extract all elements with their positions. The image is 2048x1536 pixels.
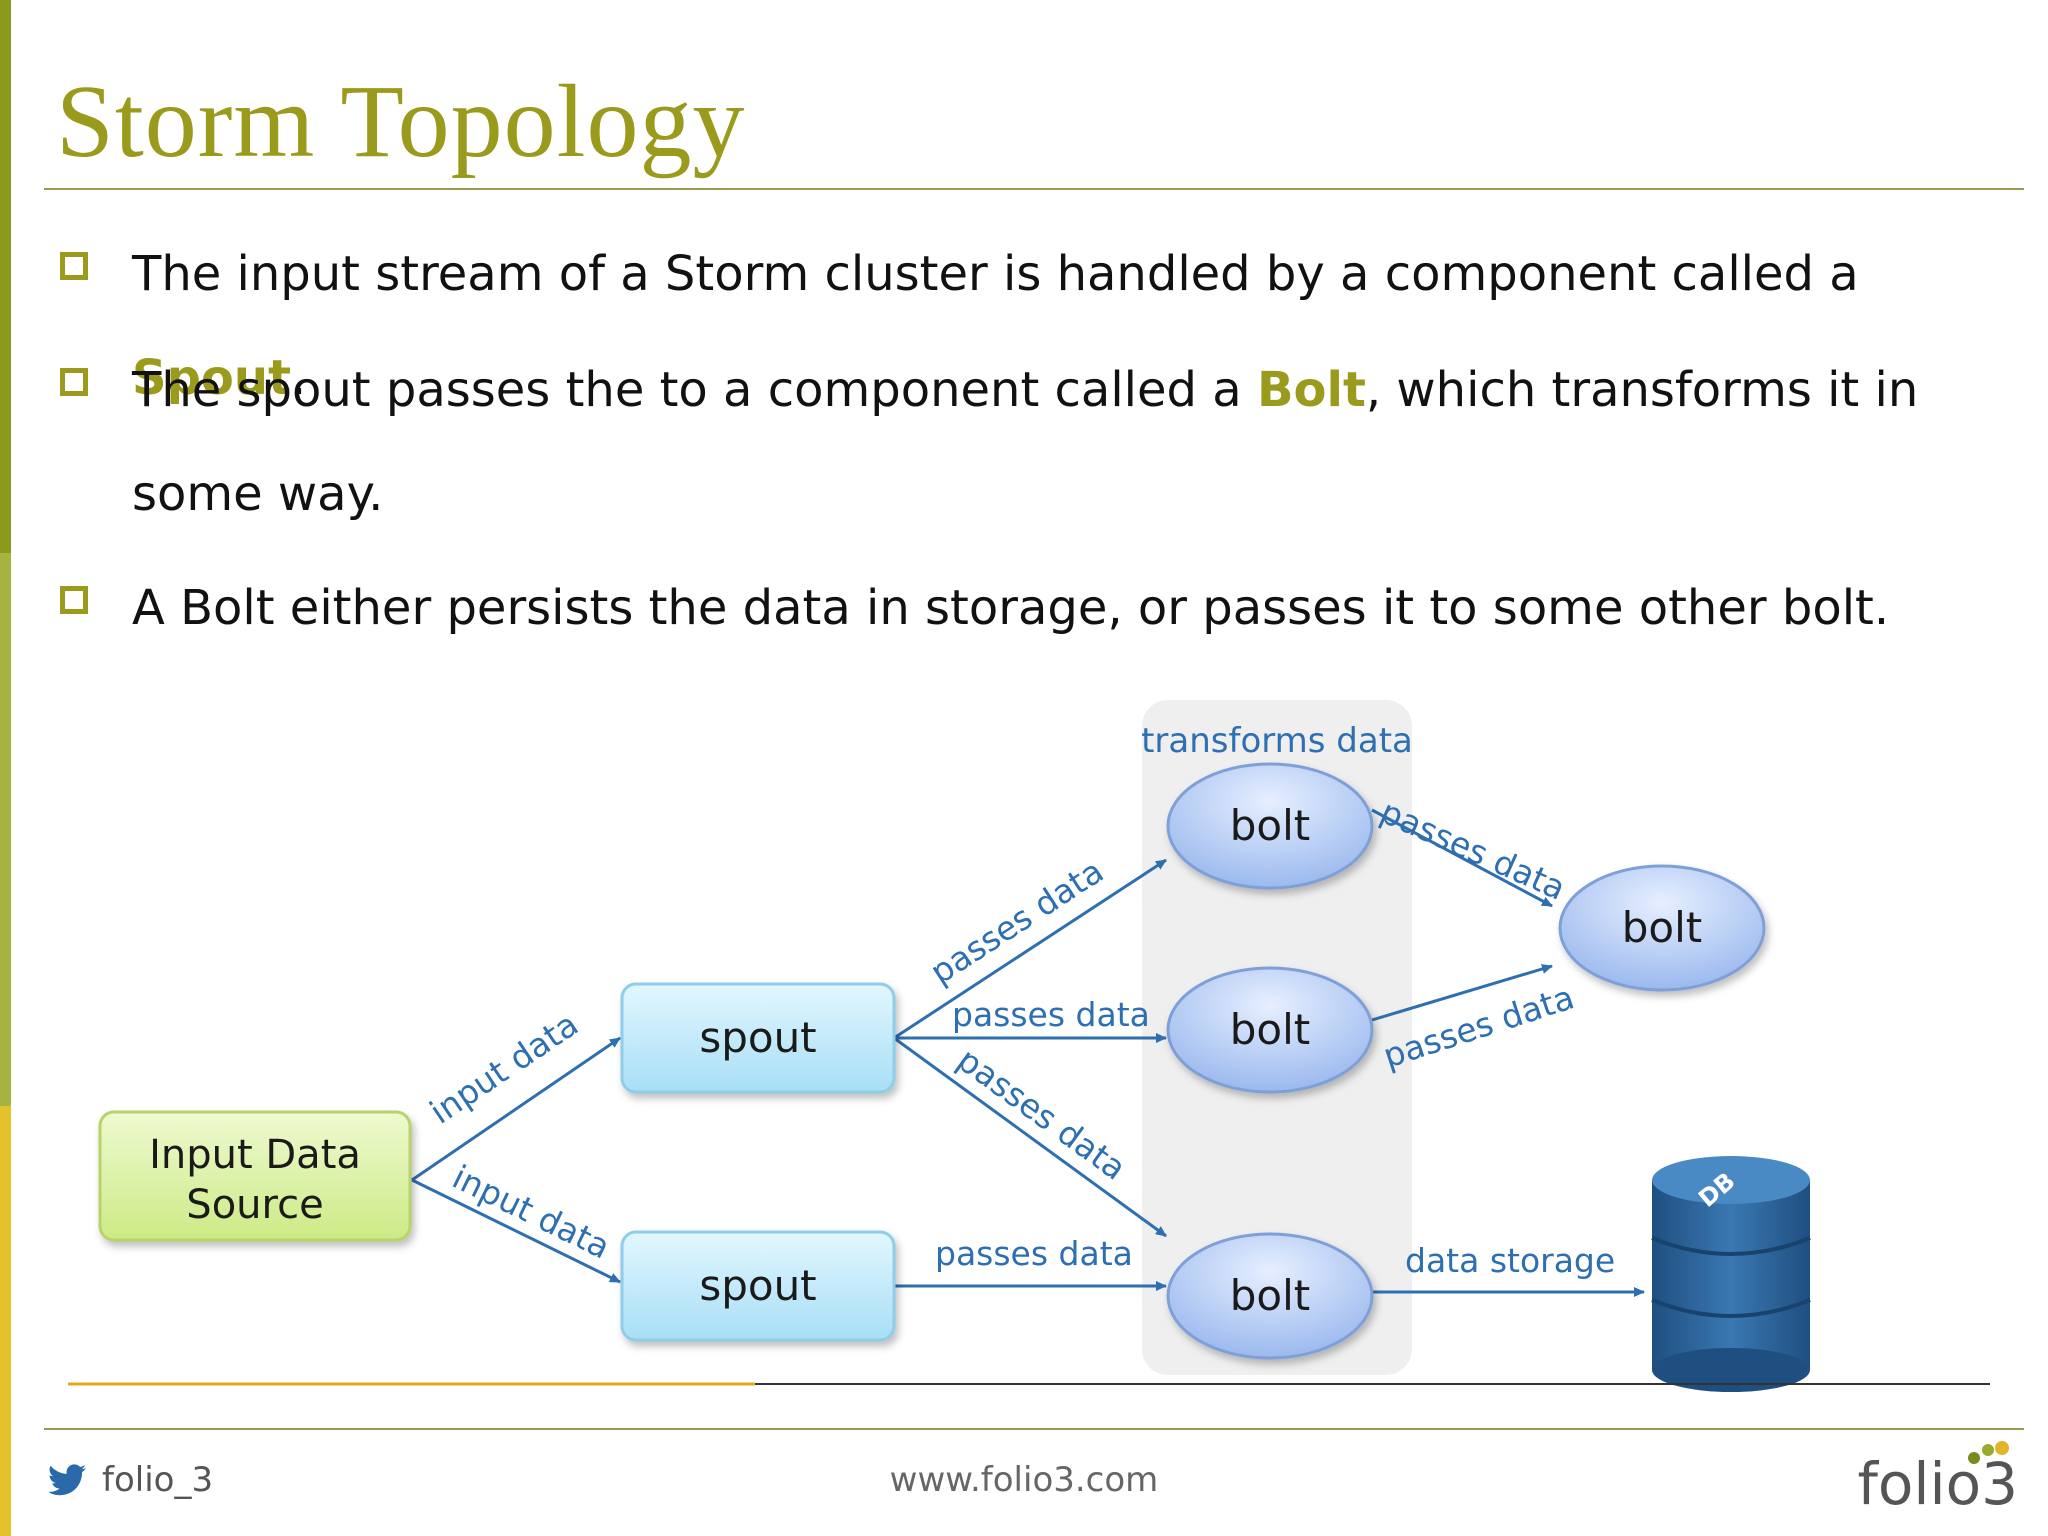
edge-input-top (411, 1036, 621, 1182)
spout-bottom-label: spout (699, 1261, 816, 1310)
edge-label-input-top: input data (423, 1004, 586, 1131)
left-accent-bar (0, 0, 11, 1536)
bolt-node-right: bolt (1558, 864, 1766, 992)
spout-node-top: spout (620, 982, 896, 1094)
bullet-2-highlight: Bolt (1256, 362, 1366, 418)
edge-label-spout-bolt2: passes data (952, 995, 1150, 1034)
bolt-node-1: bolt (1166, 762, 1374, 890)
square-bullet-icon (60, 586, 88, 614)
twitter-bird-icon (48, 1464, 86, 1496)
edge-label-bolt3-db: data storage (1405, 1241, 1615, 1280)
twitter-handle[interactable]: folio_3 (48, 1460, 213, 1500)
bullet-2-after: , which transforms it in some way. (132, 362, 1919, 522)
spout-node-bottom: spout (620, 1230, 896, 1342)
input-data-source-node: Input Data Source (98, 1110, 412, 1242)
logo-dots-icon (1968, 1441, 2009, 1464)
edge-bolt1-right (1371, 808, 1553, 908)
group-label: transforms data (1141, 721, 1413, 761)
edge-spout-bolt1 (893, 858, 1167, 1040)
edge-label-spout2-bolt3: passes data (935, 1234, 1133, 1273)
spout-top-label: spout (699, 1013, 816, 1062)
source-label-line1: Input Data (149, 1132, 361, 1178)
edge-label-spout-bolt3: passes data (950, 1040, 1133, 1188)
bolt-1-label: bolt (1230, 801, 1311, 850)
logo-text: folio3 (1857, 1450, 2018, 1518)
edge-spout-bolt3 (893, 1036, 1167, 1238)
bullet-3-text: A Bolt either persists the data in stora… (132, 580, 1890, 636)
bullet-item-2: The spout passes the to a component call… (60, 338, 2020, 548)
square-bullet-icon (60, 252, 88, 280)
bolt-node-2: bolt (1166, 966, 1374, 1094)
bolt-3-label: bolt (1230, 1271, 1311, 1320)
website-link[interactable]: www.folio3.com (889, 1460, 1159, 1500)
bullet-2-text: The spout passes the to a component call… (132, 362, 1257, 418)
edge-input-bottom (411, 1178, 621, 1284)
bullet-1-after: . (291, 350, 307, 406)
bullet-1-text: The input stream of a Storm cluster is h… (132, 246, 1859, 302)
title-divider (44, 188, 2024, 190)
bullet-item-3: A Bolt either persists the data in stora… (60, 556, 2020, 660)
edge-bolt2-right (1371, 964, 1553, 1022)
bolt-node-3: bolt (1166, 1232, 1374, 1360)
database-icon: DB (1651, 1156, 1811, 1392)
bolt-right-label: bolt (1622, 903, 1703, 952)
footer-divider (44, 1428, 2024, 1430)
edge-label-spout-bolt1: passes data (923, 851, 1110, 991)
source-label-line2: Source (186, 1182, 323, 1228)
folio3-logo: folio3 (1857, 1441, 2018, 1518)
bullet-1-highlight: Spout (132, 350, 292, 406)
slide-title: Storm Topology (56, 64, 746, 179)
edge-label-input-bottom: input data (446, 1157, 616, 1266)
bolt-2-label: bolt (1230, 1005, 1311, 1054)
square-bullet-icon (60, 368, 88, 396)
twitter-handle-text: folio_3 (102, 1460, 214, 1500)
bullet-item-1: The input stream of a Storm cluster is h… (60, 222, 2020, 406)
